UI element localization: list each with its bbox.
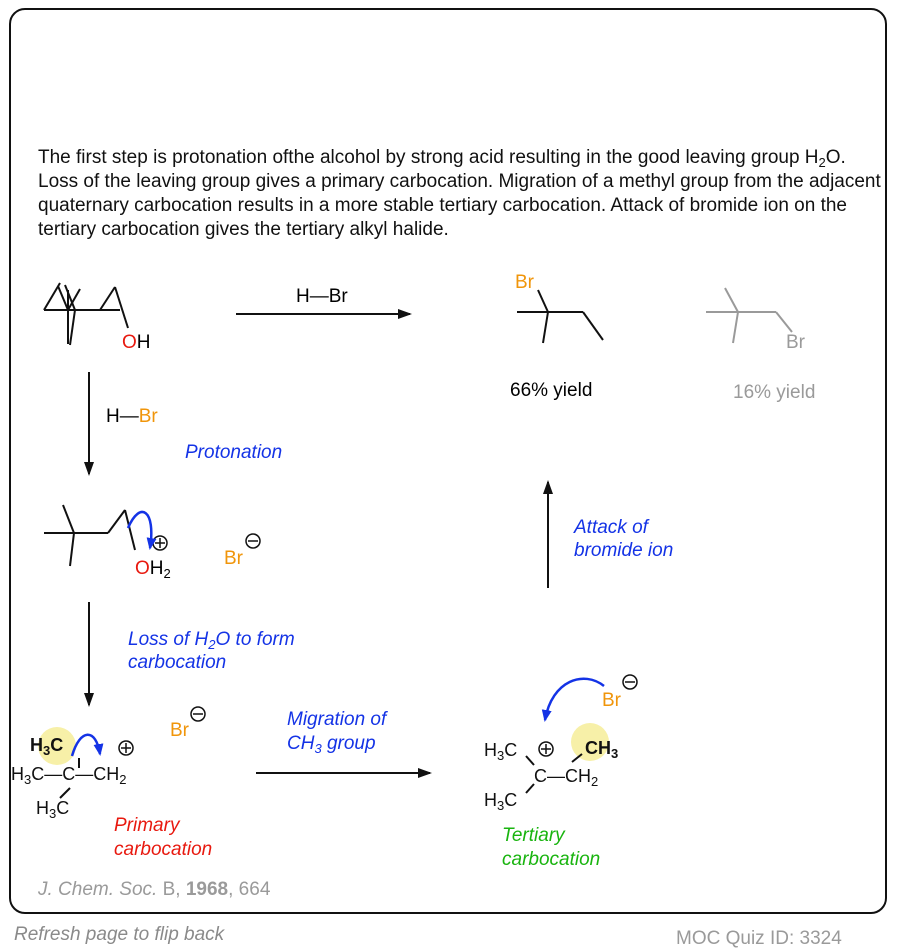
minor-product-skeleton: [706, 287, 793, 344]
primary-methyl-highlight: [38, 727, 76, 765]
bromide-anion-3: Br: [602, 690, 621, 711]
major-product-skeleton: [517, 289, 604, 344]
product-bromine: Br: [515, 272, 534, 293]
quiz-card: [9, 8, 887, 914]
oxonium-oh2: OH2: [135, 558, 171, 581]
oxonium-skeleton: [44, 504, 136, 567]
minor-yield: 16% yield: [733, 382, 816, 403]
bromide-anion-1: Br: [224, 548, 243, 569]
side-reagent: H—Br: [106, 406, 158, 427]
methyl-shift-arrow: [70, 733, 104, 757]
alcohol-oh: OH: [122, 332, 151, 353]
bromide-attack-arrow: [541, 677, 605, 722]
tertiary-top-methyl: H3C: [484, 740, 518, 763]
major-yield: 66% yield: [510, 380, 593, 401]
tertiary-backbone: C—CH2: [534, 766, 599, 789]
flip-back-hint: Refresh page to flip back: [14, 924, 225, 945]
alcohol-bonds: [45, 284, 129, 346]
explanation-paragraph: The first step is protonation ofthe alco…: [38, 147, 881, 240]
primary-bottom-methyl: H3C: [36, 798, 70, 821]
tertiary-bottom-methyl: H3C: [484, 790, 518, 813]
tertiary-migrated-methyl: CH3: [585, 738, 619, 761]
oxonium-curved-arrow: [126, 510, 157, 550]
primary-backbone: H3C—C—CH2: [11, 764, 127, 787]
tertiary-methyl-highlight: [571, 723, 609, 761]
protonation-label: Protonation: [185, 442, 283, 463]
primary-migrating-methyl: H3C: [30, 735, 64, 758]
quiz-id: MOC Quiz ID: 3324: [676, 928, 842, 949]
top-reagent: H—Br: [296, 286, 348, 307]
bromide-anion-2: Br: [170, 720, 189, 741]
literature-reference: J. Chem. Soc. B, 1968, 664: [38, 879, 271, 900]
minor-product-bromine: Br: [786, 332, 805, 353]
